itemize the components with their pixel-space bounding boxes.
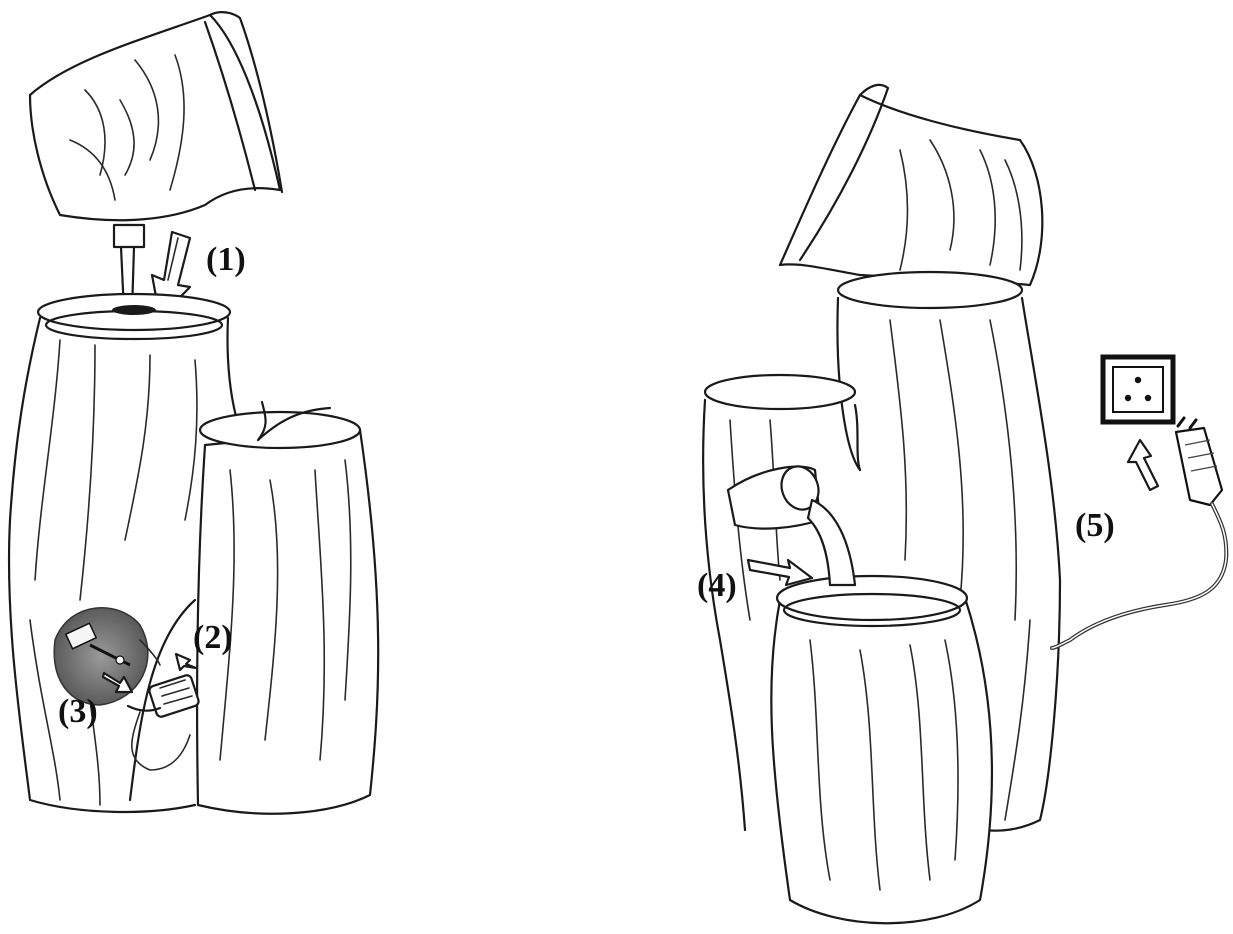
step-4-label: (4) bbox=[697, 567, 737, 604]
step-3-label: (3) bbox=[58, 693, 98, 730]
right-illustration: (4) (5) bbox=[697, 85, 1226, 923]
arrow-step-5 bbox=[1128, 440, 1158, 490]
step-1-label: (1) bbox=[206, 241, 246, 278]
placed-top-pot bbox=[780, 85, 1042, 285]
front-short-vase bbox=[771, 576, 992, 923]
wall-outlet-icon bbox=[1103, 357, 1173, 422]
step-5-label: (5) bbox=[1075, 507, 1115, 544]
left-illustration: (1) bbox=[9, 12, 378, 814]
step-2-label: (2) bbox=[193, 619, 233, 656]
front-vase bbox=[130, 402, 378, 814]
pump-inset bbox=[54, 608, 160, 705]
arrow-step-4 bbox=[748, 560, 812, 585]
